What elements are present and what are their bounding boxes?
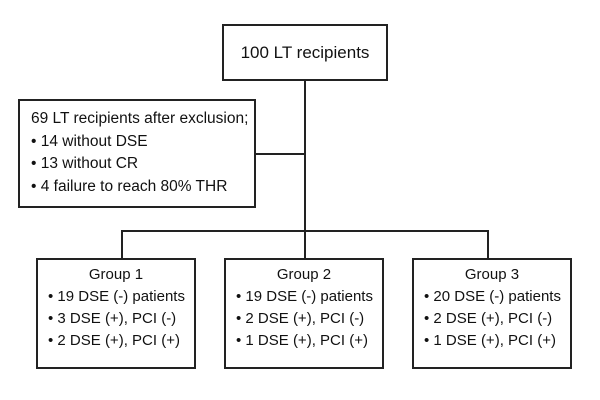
group-2-connector <box>304 230 306 258</box>
group-1-title: Group 1 <box>88 266 144 283</box>
total-recipients-box: 100 LT recipients <box>222 24 388 81</box>
group-item: • 1 DSE (+), PCI (+) <box>236 332 368 349</box>
total-recipients-label: 100 LT recipients <box>240 42 370 62</box>
group-item: • 19 DSE (-) patients <box>48 288 185 305</box>
group-item: • 3 DSE (+), PCI (-) <box>48 310 177 327</box>
group-item: • 20 DSE (-) patients <box>424 288 561 305</box>
main-vertical-connector <box>304 81 306 232</box>
group-item: • 1 DSE (+), PCI (+) <box>424 332 556 349</box>
group-item: • 2 DSE (+), PCI (+) <box>48 332 180 349</box>
exclusion-title: 69 LT recipients after exclusion; <box>31 110 249 127</box>
group-3-box: Group 3 • 20 DSE (-) patients • 2 DSE (+… <box>412 258 572 369</box>
group-3-title: Group 3 <box>464 266 520 283</box>
group-item: • 2 DSE (+), PCI (-) <box>236 310 365 327</box>
exclusion-item: • 13 without CR <box>31 155 139 172</box>
group-2-box: Group 2 • 19 DSE (-) patients • 2 DSE (+… <box>224 258 384 369</box>
group-1-connector <box>121 230 123 258</box>
exclusion-connector <box>256 153 305 155</box>
group-2-title: Group 2 <box>276 266 332 283</box>
exclusion-item: • 4 failure to reach 80% THR <box>31 177 228 195</box>
exclusion-box: 69 LT recipients after exclusion; • 14 w… <box>18 99 256 208</box>
exclusion-item: • 14 without DSE <box>31 132 148 150</box>
group-item: • 19 DSE (-) patients <box>236 288 373 305</box>
group-1-box: Group 1 • 19 DSE (-) patients • 3 DSE (+… <box>36 258 196 369</box>
group-item: • 2 DSE (+), PCI (-) <box>424 310 553 327</box>
group-3-connector <box>487 230 489 258</box>
